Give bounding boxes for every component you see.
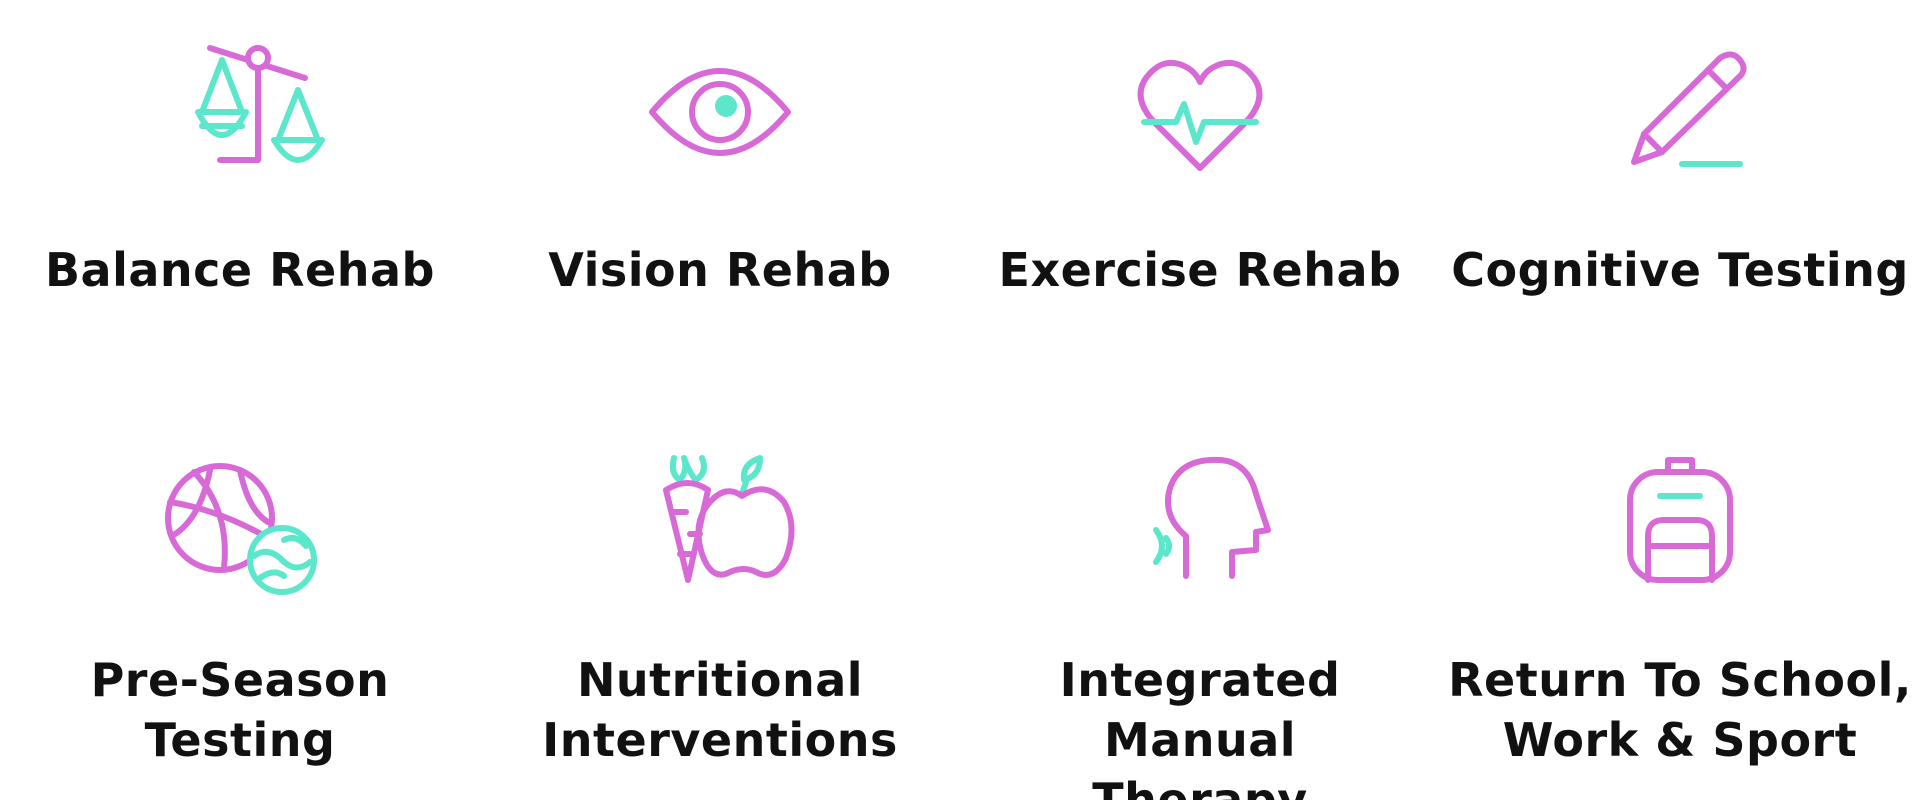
- service-balance-rehab: Balance Rehab: [0, 0, 480, 400]
- backpack-icon: [1590, 450, 1770, 610]
- service-cognitive-testing: Cognitive Testing: [1440, 0, 1920, 400]
- pencil-icon: [1590, 30, 1770, 190]
- service-nutritional-interventions: Nutritional Interventions: [480, 400, 960, 800]
- sports-balls-icon: [150, 450, 330, 610]
- service-label: Cognitive Testing: [1451, 243, 1909, 297]
- service-return-to-school-work-sport: Return To School, Work & Sport: [1440, 400, 1920, 800]
- eye-icon: [630, 30, 810, 190]
- service-vision-rehab: Vision Rehab: [480, 0, 960, 400]
- heartbeat-icon: [1110, 30, 1290, 190]
- service-label: Return To School, Work & Sport: [1448, 653, 1912, 767]
- service-label: Exercise Rehab: [998, 243, 1402, 297]
- service-pre-season-testing: Pre-Season Testing: [0, 400, 480, 800]
- service-label: Pre-Season Testing: [90, 653, 390, 767]
- service-exercise-rehab: Exercise Rehab: [960, 0, 1440, 400]
- service-label: Nutritional Interventions: [542, 653, 898, 767]
- balance-scale-icon: [150, 30, 330, 190]
- carrot-apple-icon: [630, 450, 810, 610]
- service-label: Balance Rehab: [45, 243, 435, 297]
- service-integrated-manual-therapy: Integrated Manual Therapy: [960, 400, 1440, 800]
- head-profile-icon: [1110, 450, 1290, 610]
- service-label: Integrated Manual Therapy: [1059, 653, 1341, 800]
- service-label: Vision Rehab: [548, 243, 892, 297]
